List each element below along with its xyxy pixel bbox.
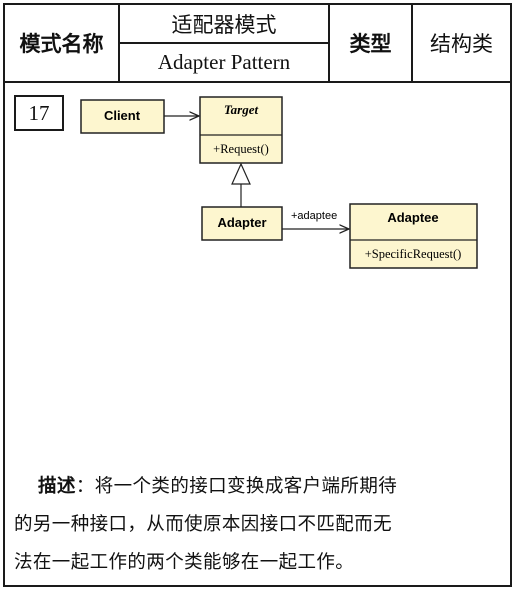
description-line-2: 的另一种接口，从而使原本因接口不匹配而无 <box>14 514 393 535</box>
header-divider-1 <box>118 3 120 83</box>
adapter-class: Adapter <box>201 206 283 241</box>
description-line-1: 描述：将一个类的接口变换成客户端所期待 <box>14 468 502 506</box>
pattern-name-english: Adapter Pattern <box>157 50 291 74</box>
target-method: +Request() <box>213 142 269 156</box>
description-separator: ： <box>75 476 95 497</box>
pattern-name-label: 模式名称 <box>19 32 104 56</box>
pattern-card <box>3 3 512 587</box>
header-divider-2 <box>328 3 330 83</box>
header-bottom-rule <box>3 81 512 83</box>
description-label: 描述 <box>38 476 76 497</box>
header-mid-rule <box>118 42 329 44</box>
generalization-arrow <box>231 162 251 207</box>
description-text-1: 将一个类的接口变换成客户端所期待 <box>94 476 398 497</box>
description-line-3: 法在一起工作的两个类能够在一起工作。 <box>14 552 355 573</box>
pattern-name-chinese: 适配器模式 <box>171 12 277 37</box>
type-value: 结构类 <box>430 32 493 56</box>
target-class-name: Target <box>224 102 259 117</box>
association-role-label: +adaptee <box>291 210 337 222</box>
adaptee-class: Adaptee +SpecificRequest() <box>349 203 478 269</box>
type-label: 类型 <box>349 32 392 56</box>
adapter-class-name: Adapter <box>217 215 266 230</box>
header-divider-3 <box>411 3 413 83</box>
pattern-description: 描述：将一个类的接口变换成客户端所期待 的另一种接口，从而使原本因接口不匹配而无… <box>14 468 502 582</box>
client-class-name: Client <box>104 108 141 123</box>
adaptee-method: +SpecificRequest() <box>365 247 462 261</box>
target-class: Target +Request() <box>199 96 283 164</box>
client-class: Client <box>80 99 165 134</box>
adaptee-class-name: Adaptee <box>387 210 438 225</box>
pattern-number: 17 <box>14 95 64 131</box>
